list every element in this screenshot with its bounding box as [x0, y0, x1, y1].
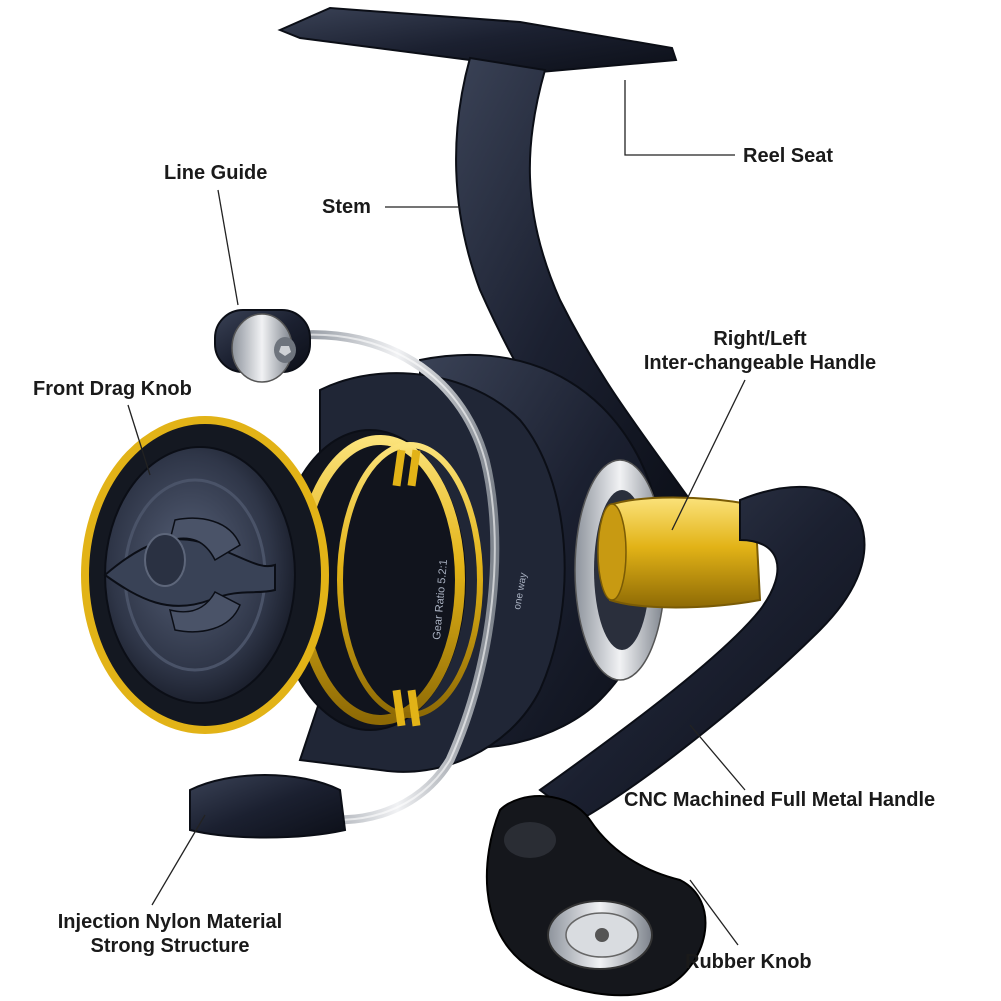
- leader-handle: [671, 379, 746, 531]
- leader-reel-seat: [624, 80, 735, 156]
- label-cnc-handle: CNC Machined Full Metal Handle: [624, 789, 936, 811]
- label-front-drag-knob: Front Drag Knob: [33, 378, 192, 400]
- leader-line-guide: [217, 189, 239, 306]
- label-rubber-knob: Rubber Knob: [685, 951, 812, 973]
- label-handle-interchangeable: Right/Left Inter-changeable Handle: [620, 327, 900, 375]
- label-reel-seat: Reel Seat: [743, 145, 834, 167]
- label-line-guide: Line Guide: [164, 162, 268, 184]
- label-handle-line2: Inter-changeable Handle: [643, 352, 877, 374]
- leader-nylon: [151, 814, 206, 906]
- leader-rubber-knob: [689, 879, 739, 946]
- label-nylon-line1: Injection Nylon Material: [57, 911, 283, 933]
- handle-arm: [538, 485, 866, 822]
- label-stem: Stem: [322, 196, 371, 218]
- leader-front-drag-knob: [127, 404, 151, 476]
- reel-seat: [277, 6, 678, 74]
- leader-cnc-handle: [689, 724, 746, 791]
- label-injection-nylon: Injection Nylon Material Strong Structur…: [25, 910, 315, 958]
- handle-collar: [609, 496, 762, 609]
- label-nylon-line2: Strong Structure: [90, 935, 250, 957]
- label-handle-line1: Right/Left: [713, 328, 807, 350]
